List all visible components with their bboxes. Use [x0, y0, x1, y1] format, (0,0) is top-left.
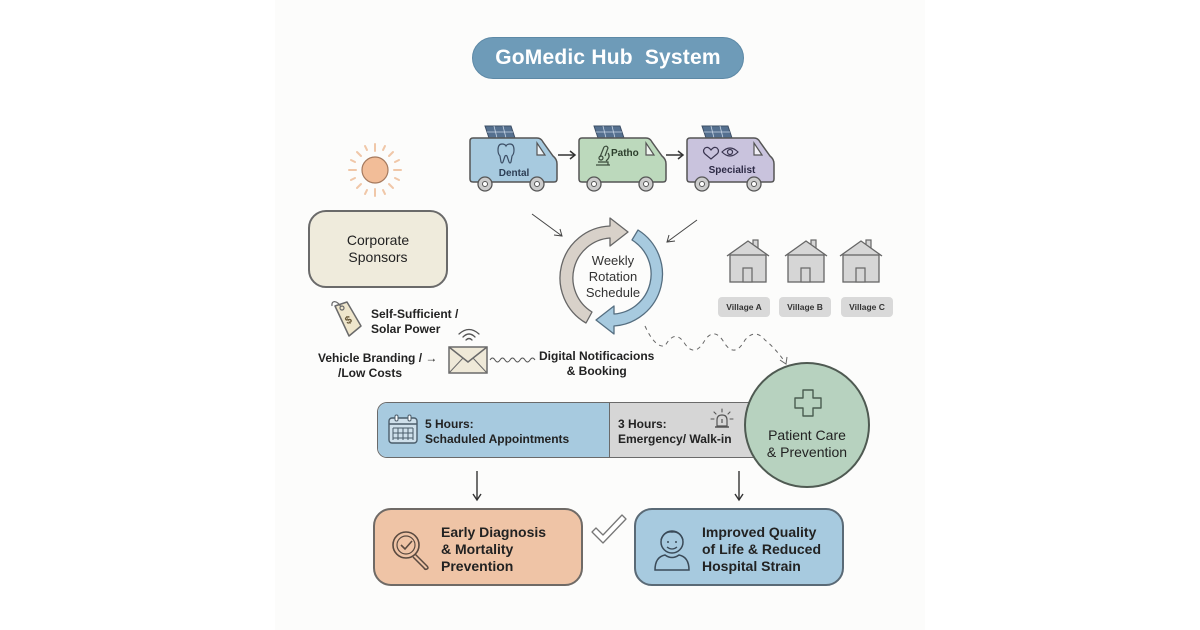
- arrow-patho-to-specialist: [666, 150, 685, 160]
- emergency-hours-line2: Emergency/ Walk-in: [618, 432, 732, 446]
- van-specialist: [686, 125, 775, 192]
- sponsors-line1: Corporate: [346, 232, 410, 248]
- digital-notifications-label: Digital Notificacions & Booking: [539, 349, 654, 379]
- diagram-title: GoMedic Hub System: [472, 37, 744, 79]
- svg-text:$: $: [343, 314, 354, 327]
- house-icon-b: [784, 239, 828, 283]
- rotation-line2: Rotation: [588, 269, 638, 284]
- person-icon: [654, 530, 690, 571]
- van-specialist-label: Specialist: [708, 165, 756, 176]
- early-line2: & Mortality: [441, 541, 514, 557]
- village-b-label: Village B: [779, 297, 831, 317]
- quality-line1: Improved Quality: [702, 524, 817, 540]
- rotation-cycle-icon: [559, 217, 664, 335]
- calendar-icon: [388, 414, 418, 444]
- arrow-down-right: [734, 471, 744, 502]
- van-dental: [469, 125, 558, 192]
- house-icon-c: [839, 239, 883, 283]
- arrow-into-rotation-right: [666, 219, 698, 243]
- improved-quality-box: Improved Quality of Life & Reduced Hospi…: [634, 508, 844, 586]
- solar-line1: Self-Sufficient /: [371, 307, 459, 321]
- heart-icon: [702, 146, 720, 160]
- magnifier-check-icon: [392, 531, 429, 571]
- patient-care-line1: Patient Care: [768, 427, 846, 443]
- arrow-down-left: [472, 471, 482, 502]
- patient-care-line2: & Prevention: [766, 444, 848, 460]
- house-icon-a: [726, 239, 770, 283]
- vehicle-branding-label: Vehicle Branding / → /Low Costs: [318, 351, 437, 381]
- early-diagnosis-box: Early Diagnosis & Mortality Prevention: [373, 508, 583, 586]
- arrow-dental-to-patho: [558, 150, 577, 160]
- branding-line2: /Low Costs: [338, 366, 403, 380]
- early-line1: Early Diagnosis: [441, 524, 547, 540]
- siren-icon: [710, 408, 734, 428]
- wavy-connector: [489, 357, 536, 363]
- notifications-line2: & Booking: [566, 364, 627, 378]
- scheduled-hours-segment: 5 Hours: Schaduled Appointments: [378, 403, 610, 457]
- solar-panel-icon: [484, 125, 516, 139]
- notifications-line1: Digital Notificacions: [539, 349, 655, 363]
- van-patho: [578, 125, 667, 192]
- early-line3: Prevention: [441, 558, 514, 574]
- emergency-hours-label: 3 Hours: Emergency/ Walk-in: [618, 417, 732, 447]
- envelope-icon: [448, 346, 488, 374]
- scheduled-hours-label: 5 Hours: Schaduled Appointments: [425, 417, 569, 447]
- village-a-label: Village A: [718, 297, 770, 317]
- emergency-hours-line1: 3 Hours:: [618, 417, 667, 431]
- microscope-icon: [596, 145, 610, 166]
- wifi-icon: [458, 328, 480, 341]
- patient-care-label: Patient Care & Prevention: [746, 427, 868, 461]
- tooth-icon: [497, 143, 515, 164]
- solar-panel-icon: [593, 125, 625, 139]
- corporate-sponsors-box: Corporate Sponsors: [308, 210, 448, 288]
- branding-line1: Vehicle Branding / →: [318, 351, 438, 365]
- sun-icon: [348, 143, 402, 197]
- village-c-label: Village C: [841, 297, 893, 317]
- quality-line3: Hospital Strain: [702, 558, 801, 574]
- van-dental-label: Dental: [498, 168, 530, 179]
- scheduled-hours-line2: Schaduled Appointments: [425, 432, 570, 446]
- medical-cross-icon: [794, 389, 822, 417]
- early-diagnosis-label: Early Diagnosis & Mortality Prevention: [441, 524, 546, 575]
- sponsors-line2: Sponsors: [348, 249, 408, 265]
- hours-split-bar: 5 Hours: Schaduled Appointments 3 Hours:…: [377, 402, 762, 458]
- rotation-line3: Schedule: [585, 285, 641, 300]
- solar-power-label: Self-Sufficient / Solar Power: [371, 307, 458, 337]
- patient-care-circle: Patient Care & Prevention: [744, 362, 870, 488]
- emergency-hours-segment: 3 Hours: Emergency/ Walk-in: [610, 403, 761, 457]
- checkmark-icon: [591, 514, 627, 544]
- van-patho-label: Patho: [611, 148, 639, 159]
- solar-panel-icon: [701, 125, 733, 139]
- price-tag-icon: $: [331, 301, 362, 337]
- diagram-title-text: GoMedic Hub System: [495, 46, 721, 69]
- scheduled-hours-line1: 5 Hours:: [425, 417, 474, 431]
- rotation-line1: Weekly: [591, 253, 635, 268]
- improved-quality-label: Improved Quality of Life & Reduced Hospi…: [702, 524, 821, 575]
- solar-line2: Solar Power: [371, 322, 441, 336]
- rotation-schedule-label: Weekly Rotation Schedule: [573, 253, 653, 301]
- arrow-into-rotation-left: [531, 213, 563, 237]
- quality-line2: of Life & Reduced: [702, 541, 822, 557]
- eye-icon: [721, 147, 739, 157]
- dashed-connector: [644, 325, 788, 365]
